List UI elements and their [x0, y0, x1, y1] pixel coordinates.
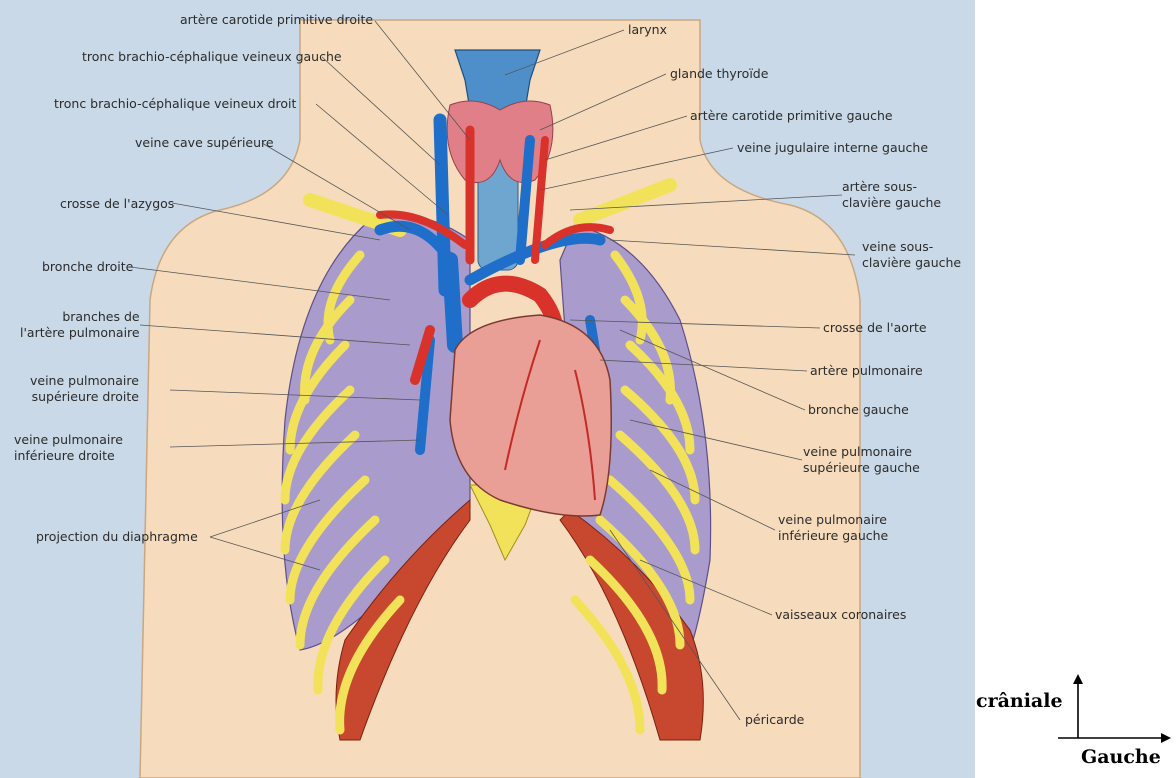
label-thyroide: glande thyroïde	[670, 66, 768, 82]
label-bronche-gauche: bronche gauche	[808, 402, 909, 418]
orientation-left-label: Gauche	[1081, 746, 1161, 768]
label-vp-sup-droite: veine pulmonaire supérieure droite	[30, 373, 139, 405]
label-carotide-primitive-droite: artère carotide primitive droite	[180, 12, 373, 28]
label-larynx: larynx	[628, 22, 667, 38]
label-sous-claviere-veine: veine sous- clavière gauche	[862, 239, 961, 271]
label-jugulaire: veine jugulaire interne gauche	[737, 140, 928, 156]
label-vp-inf-gauche: veine pulmonaire inférieure gauche	[778, 512, 888, 544]
label-azygos: crosse de l'azygos	[60, 196, 174, 212]
label-branches-pulmonaire: branches de l'artère pulmonaire	[20, 309, 140, 341]
anatomy-plate: artère carotide primitive droite tronc b…	[0, 0, 975, 778]
left-arrowhead	[1161, 733, 1171, 743]
label-bronche-droite: bronche droite	[42, 259, 133, 275]
label-tronc-veineux-gauche: tronc brachio-céphalique veineux gauche	[82, 49, 342, 65]
label-diaphragme: projection du diaphragme	[36, 529, 198, 545]
label-veine-cave: veine cave supérieure	[135, 135, 274, 151]
label-pericarde: péricarde	[745, 712, 804, 728]
label-artere-pulmonaire: artère pulmonaire	[810, 363, 923, 379]
orientation-cranial-label: crâniale	[976, 690, 1063, 712]
label-crosse-aorte: crosse de l'aorte	[823, 320, 927, 336]
label-vp-sup-gauche: veine pulmonaire supérieure gauche	[803, 444, 920, 476]
label-tronc-veineux-droit: tronc brachio-céphalique veineux droit	[54, 96, 296, 112]
label-carotide-primitive-gauche: artère carotide primitive gauche	[690, 108, 893, 124]
label-coronaires: vaisseaux coronaires	[775, 607, 906, 623]
cranial-arrowhead	[1073, 674, 1083, 684]
label-sous-claviere-art: artère sous- clavière gauche	[842, 179, 941, 211]
label-vp-inf-droite: veine pulmonaire inférieure droite	[14, 432, 123, 464]
